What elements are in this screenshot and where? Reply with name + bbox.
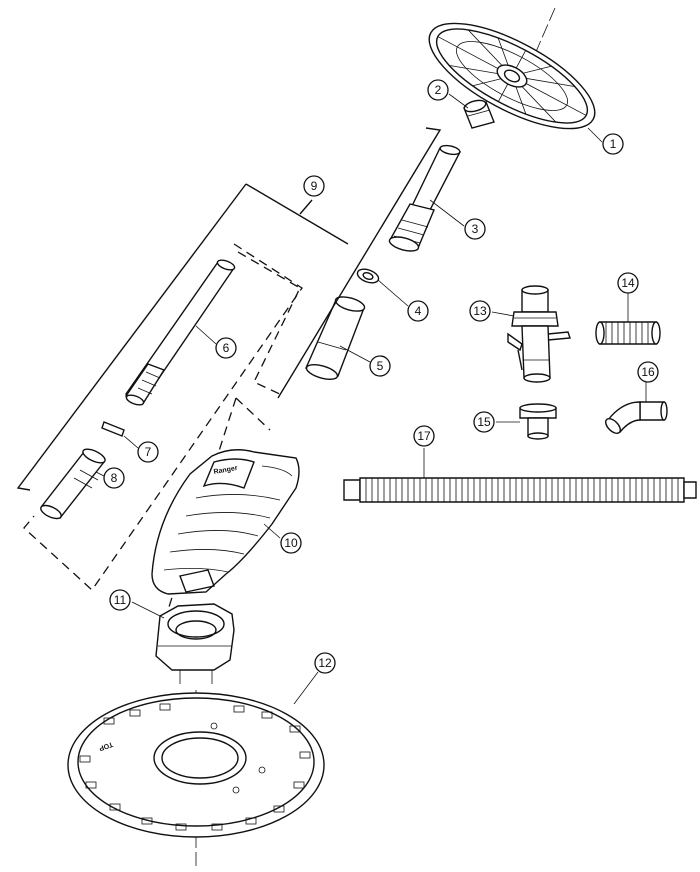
part-14-corrugated-coupling [595,321,661,345]
callout-6: 6 [215,337,237,359]
svg-text:2: 2 [435,83,442,97]
callout-2: 2 [427,79,449,101]
disc-top-marking: TOP [98,740,114,752]
part-11-foot [155,603,235,684]
callout-3: 3 [464,218,486,240]
svg-text:15: 15 [477,415,491,429]
svg-text:7: 7 [145,445,152,459]
svg-text:6: 6 [223,341,230,355]
callout-8: 8 [103,467,125,489]
callout-5: 5 [369,355,391,377]
svg-text:17: 17 [417,429,431,443]
callout-15: 15 [473,411,495,433]
dashed-group-outline-upper [237,251,301,397]
callout-17: 17 [413,425,435,447]
svg-text:12: 12 [318,656,332,670]
part-8-end-fitting [40,448,106,520]
callout-1: 1 [602,133,624,155]
callout-9: 9 [303,175,325,197]
dashed-group-outline-lower [23,243,303,591]
part-17-hose [343,477,697,503]
callout-10: 10 [280,532,302,554]
part-1-deflector-wheel [428,22,596,130]
svg-text:11: 11 [114,593,127,607]
callout-16: 16 [637,361,659,383]
svg-text:14: 14 [621,276,635,290]
callout-7: 7 [137,441,159,463]
svg-text:1: 1 [610,137,617,151]
part-15-adapter [519,403,557,440]
svg-text:4: 4 [415,304,422,318]
svg-text:10: 10 [284,536,298,550]
part-2-collar [463,99,495,129]
callout-12: 12 [314,652,336,674]
bracket-9-hose-assembly [16,127,442,491]
svg-text:8: 8 [111,471,118,485]
body-brand-text: Ranger [213,465,238,476]
svg-text:16: 16 [641,365,655,379]
svg-text:13: 13 [473,304,487,318]
part-6-long-hose [124,259,236,406]
part-5-coupling [305,296,366,380]
svg-text:3: 3 [472,222,479,236]
leader-lines [95,93,647,705]
part-3-swivel-hose [388,144,462,252]
callout-14: 14 [617,272,639,294]
part-13-regulator [507,285,571,383]
svg-text:5: 5 [377,359,384,373]
callout-13: 13 [469,300,491,322]
callout-group: 1 2 3 4 5 6 7 8 9 10 11 12 13 14 15 16 1… [103,79,659,674]
svg-text:9: 9 [311,179,318,193]
part-4-ring [356,268,380,284]
dashed-group-outline-body [235,397,271,431]
callout-11: 11 [109,589,131,611]
part-16-elbow [605,401,668,434]
part-12-disc: TOP [67,690,325,868]
part-7-pin [101,421,125,437]
callout-4: 4 [407,300,429,322]
part-10-cleaner-body: Ranger [151,449,300,595]
